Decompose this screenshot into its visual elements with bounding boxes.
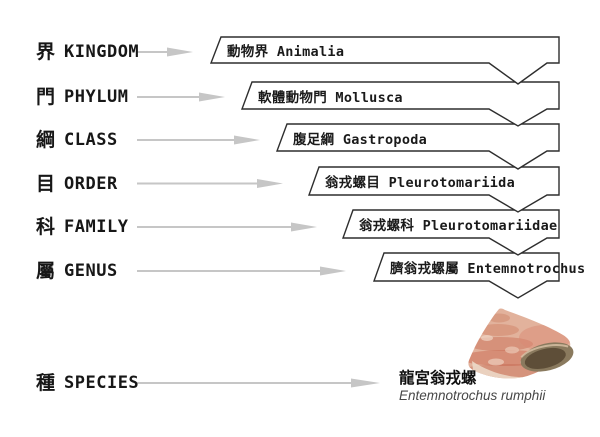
- banner-label-family: 翁戎螺科 Pleurotomariidae: [359, 218, 558, 234]
- banner-shape-phylum: [240, 81, 560, 127]
- species-shell-image: [468, 308, 574, 379]
- rank-family-en: FAMILY: [64, 217, 129, 237]
- rank-kingdom-en: KINGDOM: [64, 42, 140, 62]
- rank-row-phylum: 門 PHYLUM: [36, 85, 128, 109]
- rank-kingdom-zh: 界: [36, 41, 56, 63]
- species-caption: 龍宮翁戎螺 Entemnotrochus rumphii: [399, 369, 545, 403]
- rank-family-zh: 科: [36, 216, 56, 238]
- rank-species-zh: 種: [36, 372, 56, 394]
- rank-arrows: [137, 47, 380, 388]
- rank-class-zh: 綱: [36, 129, 56, 151]
- arrow-family: [137, 222, 317, 232]
- rank-genus-en: GENUS: [64, 261, 118, 281]
- arrow-kingdom: [137, 47, 193, 57]
- arrow-class: [137, 135, 260, 145]
- species-scientific-name: Entemnotrochus rumphii: [399, 388, 546, 403]
- rank-genus-zh: 屬: [36, 260, 56, 282]
- rank-row-genus: 屬 GENUS: [36, 259, 118, 283]
- arrow-order: [137, 179, 283, 188]
- banner-shape-genus: [373, 252, 560, 299]
- rank-class-en: CLASS: [64, 130, 118, 150]
- banner-label-class: 腹足綱 Gastropoda: [293, 131, 428, 148]
- arrow-genus: [137, 266, 346, 276]
- rank-row-family: 科 FAMILY: [36, 215, 128, 239]
- rank-order-zh: 目: [36, 172, 56, 195]
- banner-shape-class: [275, 123, 560, 170]
- banner-shape-kingdom: [209, 36, 560, 85]
- species-common-name: 龍宮翁戎螺: [399, 369, 477, 387]
- arrow-phylum: [137, 92, 225, 102]
- banner-label-phylum: 軟體動物門 Mollusca: [258, 89, 403, 106]
- rank-species-en: SPECIES: [64, 373, 140, 393]
- banner-shape-order: [308, 166, 560, 213]
- rank-order-en: ORDER: [64, 173, 118, 194]
- rank-phylum-zh: 門: [36, 86, 56, 108]
- banner-shape-family: [342, 209, 560, 256]
- rank-banners: [209, 36, 560, 299]
- rank-row-order: 目 ORDER: [36, 172, 118, 196]
- banner-label-kingdom: 動物界 Animalia: [227, 44, 345, 60]
- rank-row-kingdom: 界 KINGDOM: [36, 40, 139, 64]
- arrow-species: [137, 378, 380, 388]
- banner-label-genus: 臍翁戎螺屬 Entemnotrochus: [390, 261, 586, 277]
- rank-phylum-en: PHYLUM: [64, 87, 129, 107]
- rank-row-class: 綱 CLASS: [36, 128, 118, 152]
- banner-label-order: 翁戎螺目 Pleurotomariida: [325, 175, 516, 191]
- rank-row-species: 種 SPECIES: [36, 371, 139, 395]
